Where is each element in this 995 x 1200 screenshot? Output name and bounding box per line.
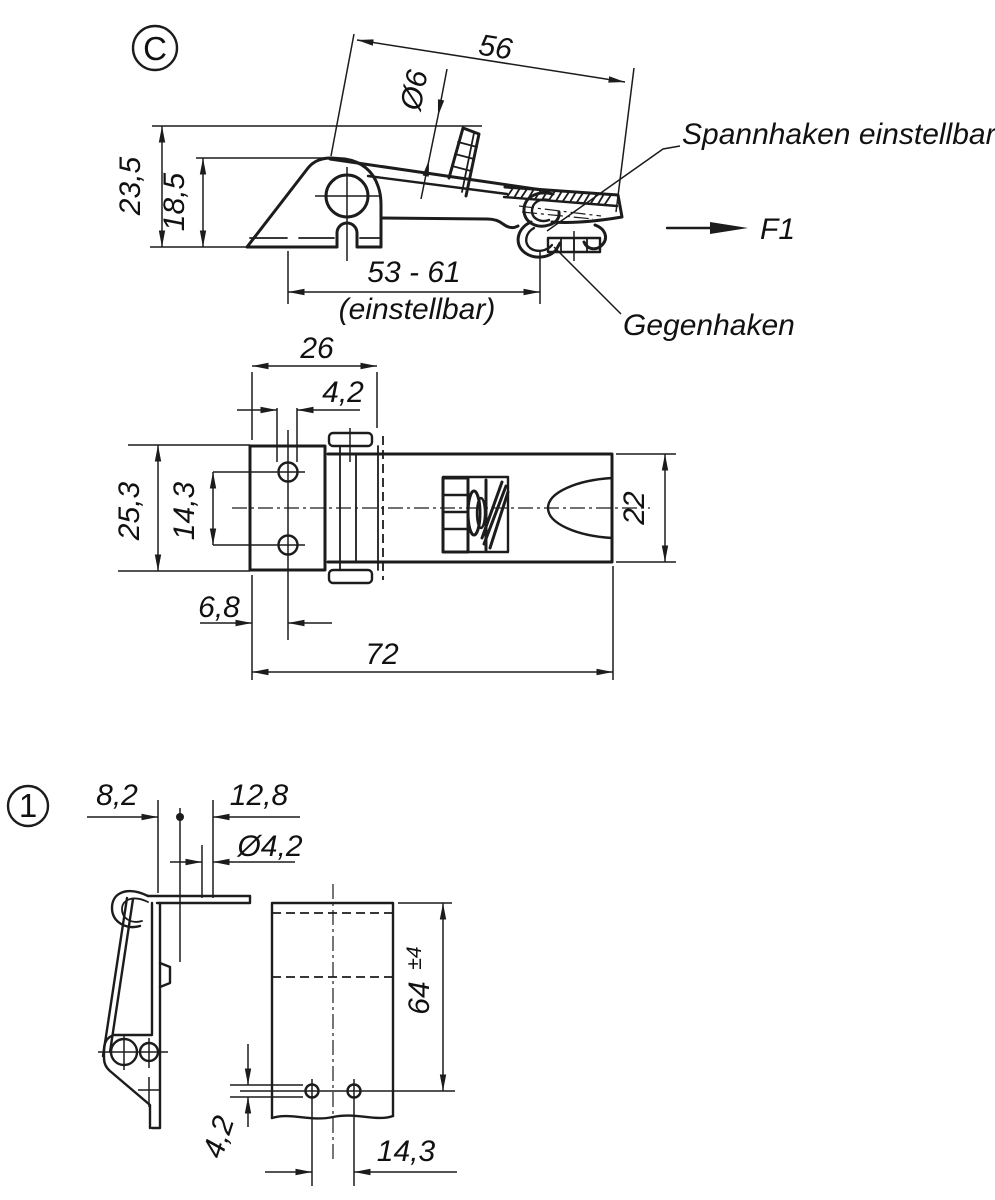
dim-25-3: 25,3	[113, 481, 146, 541]
dim-dia6: Ø6	[394, 67, 434, 114]
dim-line-dia6-b	[420, 159, 430, 200]
dim-72: 72	[365, 638, 399, 671]
dim-line-56	[356, 39, 626, 83]
dim-23-5: 23,5	[114, 156, 147, 216]
lever-body	[326, 452, 614, 564]
dim-26: 26	[299, 332, 334, 365]
dim-18-5: 18,5	[158, 172, 191, 231]
dim-53-61-note: (einstellbar)	[339, 293, 496, 326]
label-f1: F1	[760, 213, 795, 246]
latch-base-bracket	[245, 156, 383, 261]
view-c-label: C	[143, 30, 167, 67]
spring-mechanism	[441, 475, 510, 554]
threaded-pin	[447, 126, 481, 198]
dim-dia4-2: Ø4,2	[236, 830, 302, 863]
dim-4-2-bottom: 4,2	[197, 1112, 241, 1162]
gegenhaken-leader	[553, 246, 622, 315]
label-spannhaken: Spannhaken einstellbar	[682, 118, 995, 151]
hinge-tab-bottom	[327, 568, 374, 585]
label-gegenhaken: Gegenhaken	[623, 309, 795, 342]
latch-lever	[328, 157, 551, 230]
dim-12-8: 12,8	[230, 779, 289, 812]
dim-56: 56	[476, 29, 514, 67]
dim-14-3-bottom: 14,3	[377, 1135, 436, 1168]
plan-view: 26 4,2 25,3 14,3 22 6,8 72	[113, 332, 676, 680]
spannhaken-leader	[546, 145, 681, 232]
force-arrow-f1: F1	[665, 213, 795, 246]
hatching	[506, 187, 612, 205]
view-1-counter-hook: 1 8,2 12	[6, 779, 457, 1186]
dim-line-dia6-a	[437, 68, 448, 117]
dim-14-3: 14,3	[168, 481, 201, 540]
f1-arrowhead	[710, 222, 748, 234]
dim-4-2: 4,2	[322, 376, 364, 409]
dim-22: 22	[618, 491, 651, 526]
gegenhaken-hook	[516, 220, 608, 261]
dim-64: 64	[403, 981, 436, 1014]
dim-6-8: 6,8	[198, 591, 240, 624]
view-c-balloon	[131, 24, 179, 72]
dim-64-tol: ±4	[403, 946, 426, 969]
break-line	[270, 1114, 395, 1120]
view-1-label: 1	[19, 787, 37, 824]
view-1-balloon	[6, 784, 50, 828]
reference-dot	[176, 813, 184, 821]
view-c-side-view: C	[114, 24, 995, 342]
dim-53-61: 53 - 61	[367, 256, 460, 289]
dim-8-2: 8,2	[96, 779, 138, 812]
counter-hook-side-view	[98, 889, 252, 1130]
counter-hook-front-view	[240, 884, 455, 1186]
